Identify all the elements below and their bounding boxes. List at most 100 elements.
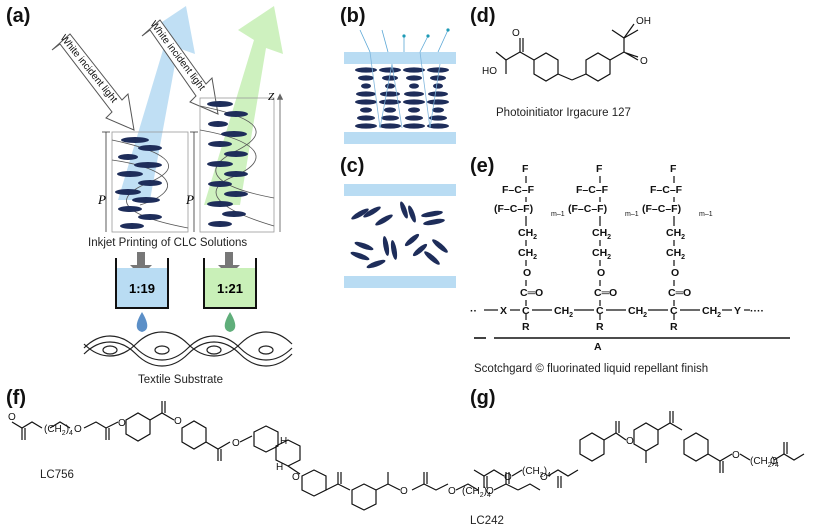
svg-text:CH2: CH2 [666, 247, 685, 261]
clc-helix-right: P Z [185, 91, 284, 233]
svg-text:m–1: m–1 [551, 211, 565, 218]
panel-a-label: (a) [6, 5, 30, 27]
svg-text:(F–C–F): (F–C–F) [642, 203, 681, 215]
svg-text:····: ···· [750, 305, 764, 317]
svg-text:O: O [626, 436, 634, 447]
printing-caption: Inkjet Printing of CLC Solutions [88, 237, 247, 249]
svg-text:F: F [670, 163, 677, 175]
axis-z-label: Z [268, 91, 275, 103]
svg-text:O: O [74, 424, 82, 435]
svg-text:m–1: m–1 [699, 211, 713, 218]
svg-text:O: O [486, 486, 494, 497]
container-right: 1:21 [203, 258, 257, 309]
helical-columns [355, 67, 449, 129]
svg-text:C═O: C═O [520, 287, 543, 299]
lc756-name: LC756 [40, 469, 74, 481]
panel-e-label: (e) [470, 155, 494, 177]
scotchgard-caption: Scotchgard © fluorinated liquid repellan… [474, 363, 708, 375]
svg-text:C═O: C═O [594, 287, 617, 299]
lc756-structure [11, 401, 541, 511]
svg-text:O: O [448, 486, 456, 497]
panel-g: (g) O (CH2)4 O O O (CH2)4 O LC242 [470, 387, 805, 527]
svg-text:(F–C–F): (F–C–F) [568, 203, 607, 215]
ratio-left: 1:19 [129, 281, 155, 296]
svg-text:C: C [596, 305, 604, 317]
polymer-backbone: ·· X C CH2 C CH2 C CH2 Y ···· R R R A [470, 305, 790, 353]
svg-text:CH2: CH2 [628, 305, 647, 319]
droplet-green [224, 312, 236, 332]
svg-text:X: X [500, 305, 507, 317]
incident-arrow-left: White incident light [51, 33, 135, 131]
irgacure-oh: OH [636, 16, 651, 27]
side-chain-2: F F–C–F (F–C–F) m–1 CH2 CH2 O C═O [568, 163, 639, 306]
svg-text:O: O [540, 472, 548, 483]
svg-text:CH2: CH2 [518, 247, 537, 261]
substrate-caption: Textile Substrate [138, 374, 223, 386]
svg-text:F: F [596, 163, 603, 175]
svg-text:F–C–F: F–C–F [502, 184, 535, 196]
svg-text:Y: Y [734, 305, 741, 317]
svg-text:CH2: CH2 [592, 247, 611, 261]
panel-e: (e) F F–C–F (F–C–F) m–1 CH2 CH2 O C═O F … [470, 155, 790, 375]
panel-b: (b) [340, 5, 456, 144]
clc-helix-left: P [97, 131, 189, 233]
svg-text:C: C [670, 305, 678, 317]
svg-text:CH2: CH2 [592, 227, 611, 241]
panel-f-label: (f) [6, 387, 26, 409]
svg-text:(CH2)4: (CH2)4 [522, 466, 551, 479]
svg-text:C═O: C═O [668, 287, 691, 299]
svg-text:O: O [400, 486, 408, 497]
lc242-structure [473, 411, 805, 488]
ratio-right: 1:21 [217, 281, 243, 296]
svg-text:O: O [232, 438, 240, 449]
svg-text:O: O [292, 472, 300, 483]
svg-text:O: O [174, 416, 182, 427]
green-reflected-arrow [204, 6, 283, 205]
svg-text:O: O [504, 472, 512, 483]
irgacure-o-right: O [640, 56, 648, 67]
svg-text:F: F [522, 163, 529, 175]
svg-text:O: O [770, 456, 778, 467]
side-chain-1: F F–C–F (F–C–F) m–1 CH2 CH2 O C═O [494, 163, 565, 306]
svg-text:F–C–F: F–C–F [650, 184, 683, 196]
lc242-name: LC242 [470, 515, 504, 527]
svg-text:O: O [118, 418, 126, 429]
side-chain-3: F F–C–F (F–C–F) m–1 CH2 CH2 O C═O [642, 163, 713, 306]
svg-text:CH2: CH2 [702, 305, 721, 319]
svg-text:H: H [276, 462, 283, 473]
panel-c: (c) [340, 155, 456, 288]
panel-c-label: (c) [340, 155, 364, 177]
svg-text:O: O [523, 267, 531, 279]
svg-text:R: R [522, 321, 530, 333]
svg-text:O: O [732, 450, 740, 461]
svg-text:O: O [671, 267, 679, 279]
svg-text:(F–C–F): (F–C–F) [494, 203, 533, 215]
svg-text:··: ·· [470, 305, 477, 317]
svg-text:A: A [594, 341, 602, 353]
panel-g-label: (g) [470, 387, 496, 409]
irgacure-o-left: O [512, 28, 520, 39]
svg-text:C: C [522, 305, 530, 317]
svg-text:H: H [280, 436, 287, 447]
panel-f: (f) O (CH2)4 O O O O H H [6, 387, 541, 511]
svg-text:R: R [596, 321, 604, 333]
irgacure-caption: Photoinitiator Irgacure 127 [496, 107, 631, 119]
svg-text:F–C–F: F–C–F [576, 184, 609, 196]
svg-text:m–1: m–1 [625, 211, 639, 218]
panel-a: (a) White incident light White incident … [6, 5, 293, 386]
droplet-blue [136, 312, 148, 332]
textile-substrate [83, 331, 293, 367]
panel-b-label: (b) [340, 5, 366, 27]
panel-d-label: (d) [470, 5, 496, 27]
panel-d: (d) O HO O OH Photoinitiator Irgacure 12… [470, 5, 651, 119]
irgacure-ho: HO [482, 66, 497, 77]
incident-light-label-left: White incident light [58, 33, 120, 105]
svg-text:CH2: CH2 [666, 227, 685, 241]
svg-text:O: O [597, 267, 605, 279]
pitch-label-left: P [97, 192, 106, 207]
svg-text:R: R [670, 321, 678, 333]
container-left: 1:19 [115, 258, 169, 309]
pitch-label-right: P [185, 192, 194, 207]
svg-text:(CH2)4: (CH2)4 [44, 424, 73, 437]
